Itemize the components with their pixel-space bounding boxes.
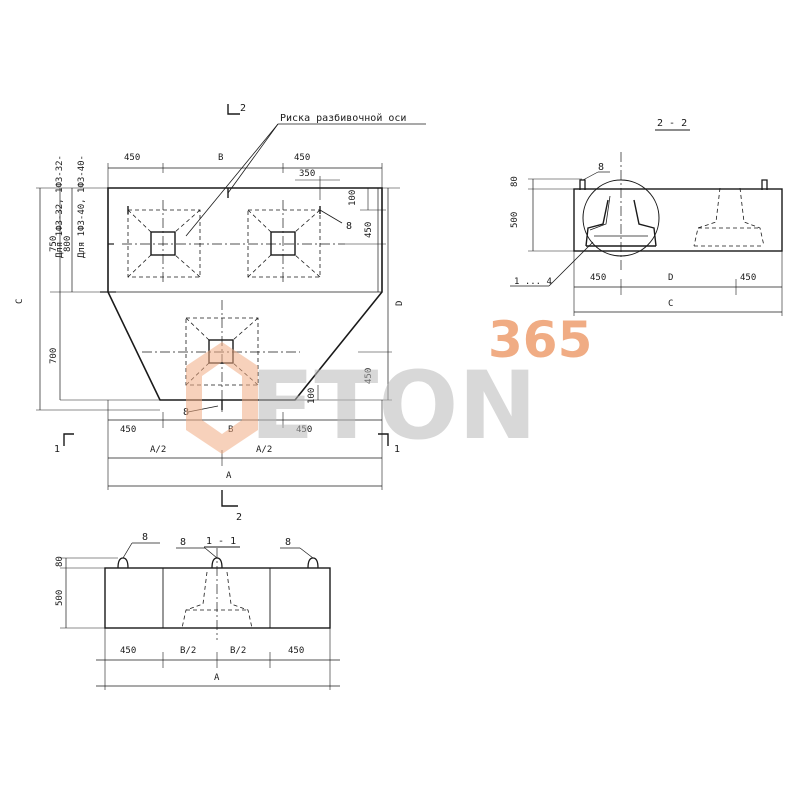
dim-a-half-left: A/2 [150,445,166,455]
socket-upper-left [127,209,201,278]
section-2-2 [510,129,783,316]
section-1-1 [60,542,340,690]
cut-mark-1-right: 1 [394,444,400,455]
section-2-2-title: 2 - 2 [657,118,687,129]
dim-a-section-1-1: A [214,673,220,683]
section-1-1-title: 1 - 1 [206,536,236,547]
dim-d: D [395,301,405,306]
cut-mark-2-top: 2 [240,103,246,114]
dim-450-top-left: 450 [124,153,140,163]
dim-500-section-1-1: 500 [55,590,65,606]
dim-d-section-2-2: D [668,273,673,283]
dim-700: 700 [49,348,59,364]
socket-upper-right [247,209,321,278]
dim-a-half-right: A/2 [256,445,272,455]
loop-label-section-1-1-right: 8 [285,537,291,548]
dim-100-top: 100 [348,190,358,206]
dim-c-section-2-2: C [668,299,673,309]
watermark-logo: 365 ETON [186,311,592,461]
dim-500-section-2-2: 500 [510,212,520,228]
dim-450-right: 450 [364,222,374,238]
cut-mark-2-bottom: 2 [236,512,242,523]
section-2-2-labels: 2 - 2 8 80 500 450 D 450 C 1 ... 4 [510,118,756,309]
modification-note-1: Для 1Ф3-32, 1Ф3-32- [55,155,65,258]
loop-label-section-1-1-middle: 8 [180,537,186,548]
dim-a: A [226,471,232,481]
dim-b-half-left: B/2 [180,646,196,656]
dim-350: 350 [299,169,315,179]
callout-range: 1 ... 4 [514,277,552,287]
dim-b-half-right: B/2 [230,646,246,656]
watermark-hexagon-icon [186,342,258,454]
dim-80-section-2-2: 80 [510,176,520,187]
dim-100-bottom: 100 [307,388,317,404]
dim-450-section-2-2-left: 450 [590,273,606,283]
dim-800: 800 [63,236,73,252]
dim-750: 750 [49,236,59,252]
watermark-number: 365 [488,311,592,369]
dim-450-bottom-right: 450 [296,425,312,435]
dim-450-right-low: 450 [364,368,374,384]
dim-b-top: B [218,153,223,163]
modification-note-2: Для 1Ф3-40, 1Ф3-40- [77,155,87,258]
dim-c: C [15,299,25,304]
axis-mark-note: Риска разбивочной оси [280,112,406,124]
dim-80-section-1-1: 80 [55,556,65,567]
dim-450-section-1-1-right: 450 [288,646,304,656]
section-1-1-labels: 1 - 1 8 8 8 80 500 450 B/2 B/2 450 A [55,532,304,683]
dim-450-section-1-1-left: 450 [120,646,136,656]
watermark-word: ETON [250,352,537,461]
loop-label-plan-right: 8 [346,221,352,232]
dim-450-bottom-left: 450 [120,425,136,435]
dim-450-top-right: 450 [294,153,310,163]
plan-labels: Риска разбивочной оси Для 1Ф3-32, 1Ф3-32… [15,103,406,523]
loop-label-section-1-1-left: 8 [142,532,148,543]
dim-450-section-2-2-right: 450 [740,273,756,283]
cut-mark-1-left: 1 [54,444,60,455]
loop-label-section-2-2: 8 [598,162,604,173]
